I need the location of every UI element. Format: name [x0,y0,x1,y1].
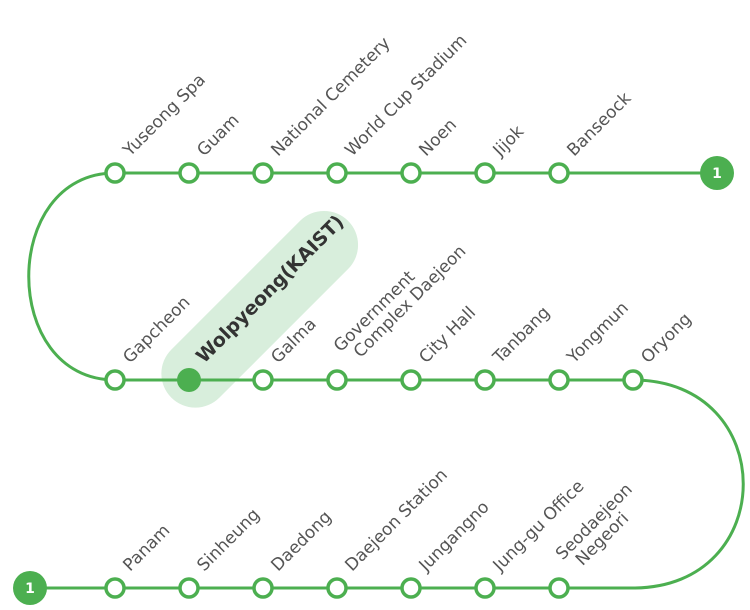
station-label: Daedong [267,507,335,575]
station-marker[interactable] [326,369,348,391]
current-station-marker[interactable] [177,368,201,392]
station-marker[interactable] [104,369,126,391]
line-badge-end [700,156,734,190]
station-label-group: Guam [193,110,243,160]
station-label-group: Sinheung [193,505,264,576]
station-label-group: City Hall [415,303,480,368]
station-marker[interactable] [548,369,570,391]
station-marker[interactable] [400,577,422,599]
station-marker[interactable] [622,369,644,391]
station-label: National Cemetery [267,33,394,160]
station-label: Yongmun [563,298,633,368]
station-label-group: Jung-gu Office [489,476,589,576]
station-marker[interactable] [548,577,570,599]
station-label: Jungangno [415,497,494,576]
station-marker[interactable] [104,162,126,184]
station-marker[interactable] [104,577,126,599]
station-label-group: Jijok [489,122,528,161]
station-label: Guam [193,110,243,160]
station-marker[interactable] [178,577,200,599]
station-label-group: Banseock [563,88,635,160]
station-label-group: Tanbang [489,303,554,368]
station-marker[interactable] [400,162,422,184]
station-label: Noen [415,115,461,161]
station-label-group: Oryong [637,309,695,367]
current-station-highlight [161,210,359,408]
station-marker[interactable] [326,577,348,599]
station-label: World Cup Stadium [341,31,471,161]
station-marker[interactable] [252,369,274,391]
station-marker[interactable] [474,162,496,184]
station-label-group: Yongmun [563,298,633,368]
station-label: Panam [119,521,174,576]
line-badge-start-text: 1 [25,581,35,597]
station-label: Banseock [563,88,635,160]
station-label-group: Daedong [267,507,335,575]
station-marker[interactable] [548,162,570,184]
station-label-group: Panam [119,521,174,576]
station-marker[interactable] [252,577,274,599]
station-label: Jijok [489,122,528,161]
station-marker[interactable] [474,369,496,391]
station-marker[interactable] [326,162,348,184]
line-badge-start [13,571,47,605]
station-label: Sinheung [193,505,264,576]
station-label: City Hall [415,303,480,368]
station-label: Tanbang [489,303,554,368]
station-marker[interactable] [178,162,200,184]
station-marker[interactable] [474,577,496,599]
station-label-group: Jungangno [415,497,494,576]
station-label-group: National Cemetery [267,33,394,160]
station-label-group: Noen [415,115,461,161]
station-label: Jung-gu Office [489,476,589,576]
station-marker[interactable] [252,162,274,184]
station-label: Oryong [637,309,695,367]
station-marker[interactable] [400,369,422,391]
line-badge-end-text: 1 [712,166,722,182]
station-label-group: World Cup Stadium [341,31,471,161]
